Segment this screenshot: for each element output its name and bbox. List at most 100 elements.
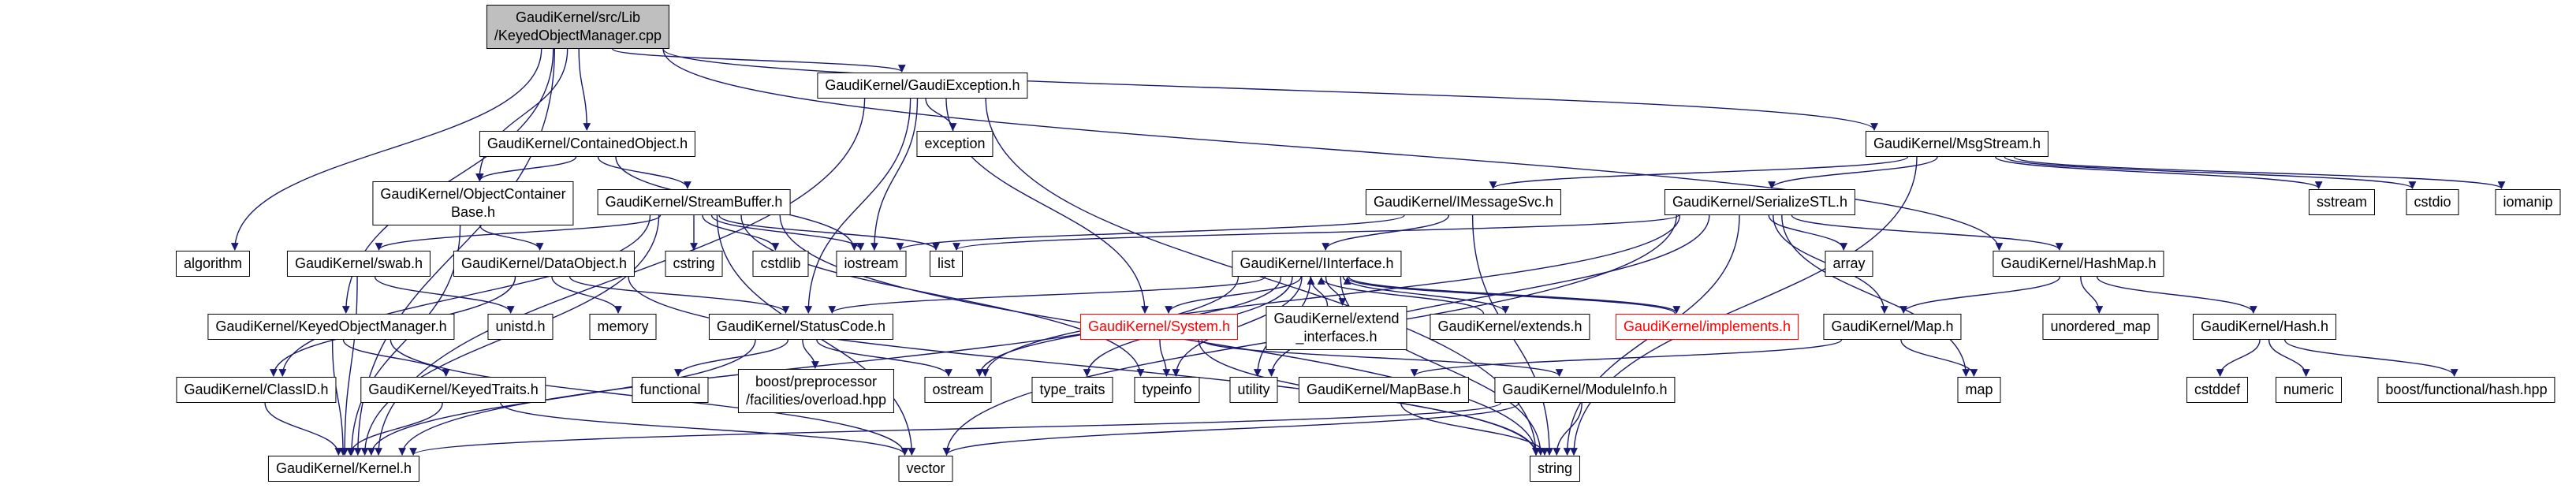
node-extends-h[interactable]: GaudiKernel/extends.h <box>1430 314 1590 340</box>
edge-hashmap-h-to-unordered-map <box>2080 276 2104 314</box>
edge-swab-h-to-kernel-h <box>341 276 358 456</box>
edge-serializestl-h-to-list <box>952 214 1679 251</box>
node-type-traits: type_traits <box>1031 377 1113 403</box>
node-imessagesvc-h[interactable]: GaudiKernel/IMessageSvc.h <box>1365 189 1562 215</box>
node-vector: vector <box>898 456 953 482</box>
node-exception: exception <box>916 131 993 157</box>
node-map-h[interactable]: GaudiKernel/Map.h <box>1823 314 1962 340</box>
node-utility: utility <box>1229 377 1278 403</box>
edge-dataobject-h-to-string <box>628 276 1540 456</box>
edge-statuscode-h-to-boost-overload-hpp <box>802 339 819 369</box>
edge-moduleinfo-h-to-string <box>1553 402 1583 456</box>
node-streambuffer-h[interactable]: GaudiKernel/StreamBuffer.h <box>597 189 791 215</box>
edge-keyedobjectmanager-h-to-keyedtraits-h <box>342 339 450 377</box>
node-kernel-h[interactable]: GaudiKernel/Kernel.h <box>267 456 420 482</box>
edge-hash-h-to-numeric <box>2268 339 2310 377</box>
edge-streambuffer-h-to-cstdlib <box>702 214 780 251</box>
edge-hash-h-to-cstddef <box>2216 339 2261 377</box>
edge-extend-interfaces-h-to-iinterface-h <box>1307 277 1329 307</box>
node-iomanip: iomanip <box>2495 189 2561 215</box>
edge-iinterface-h-to-statuscode-h <box>828 276 1266 314</box>
edge-map-h-to-mapbase-h <box>1411 339 1843 377</box>
node-keyedtraits-h[interactable]: GaudiKernel/KeyedTraits.h <box>360 377 546 403</box>
node-boost-overload-hpp: boost/preprocessor /facilities/overload.… <box>737 369 895 413</box>
edge-streambuffer-h-to-classid-h <box>278 214 651 377</box>
node-sstream: sstream <box>2308 189 2376 215</box>
node-statuscode-h[interactable]: GaudiKernel/StatusCode.h <box>708 314 894 340</box>
edge-dataobject-h-to-memory <box>551 276 622 314</box>
node-numeric: numeric <box>2275 377 2343 403</box>
edge-hash-h-to-boost-hash-hpp <box>2283 339 2459 377</box>
node-iinterface-h[interactable]: GaudiKernel/IInterface.h <box>1232 251 1402 277</box>
node-hashmap-h[interactable]: GaudiKernel/HashMap.h <box>1993 251 2164 277</box>
edge-containedobject-h-to-objectcontainerbase-h <box>475 156 577 181</box>
edge-serializestl-h-to-array <box>1768 214 1848 251</box>
node-gaudiexception-h[interactable]: GaudiKernel/GaudiException.h <box>817 73 1028 99</box>
node-keyedobjectmanager-cpp: GaudiKernel/src/Lib /KeyedObjectManager.… <box>486 5 670 49</box>
edge-streambuffer-h-to-iostream <box>710 214 865 251</box>
edge-moduleinfo-h-to-vector <box>942 402 1520 456</box>
edge-keyedtraits-h-to-kernel-h <box>346 402 443 456</box>
node-unistd-h: unistd.h <box>487 314 554 340</box>
edge-system-h-to-typeinfo <box>1159 339 1171 377</box>
edge-serializestl-h-to-ostream <box>981 214 1680 377</box>
node-map: map <box>1957 377 2001 403</box>
node-dataobject-h[interactable]: GaudiKernel/DataObject.h <box>453 251 636 277</box>
node-boost-hash-hpp: boost/functional/hash.hpp <box>2377 377 2555 403</box>
edge-msgstream-h-to-cstdio <box>2004 156 2417 189</box>
edge-imessagesvc-h-to-iinterface-h <box>1322 214 1450 251</box>
edge-moduleinfo-h-to-kernel-h <box>409 402 1502 456</box>
node-algorithm: algorithm <box>175 251 251 277</box>
edge-serializestl-h-to-hashmap-h <box>1791 214 2063 251</box>
edge-gaudiexception-h-to-exception <box>925 98 957 131</box>
edge-serializestl-h-to-utility <box>1267 214 1710 377</box>
node-hash-h[interactable]: GaudiKernel/Hash.h <box>2192 314 2337 340</box>
edge-streambuffer-h-to-typeinfo <box>740 214 1145 377</box>
edge-gaudiexception-h-to-iostream <box>870 98 919 251</box>
node-msgstream-h[interactable]: GaudiKernel/MsgStream.h <box>1865 131 2049 157</box>
node-serializestl-h[interactable]: GaudiKernel/SerializeSTL.h <box>1664 189 1856 215</box>
node-string: string <box>1529 456 1581 482</box>
edge-msgstream-h-to-iomanip <box>2013 156 2506 189</box>
node-cstddef: cstddef <box>2186 377 2249 403</box>
edge-dataobject-h-to-statuscode-h <box>569 276 790 314</box>
node-objectcontainerbase-h[interactable]: GaudiKernel/ObjectContainer Base.h <box>372 181 574 225</box>
node-cstring: cstring <box>665 251 723 277</box>
edge-streambuffer-h-to-list <box>718 214 940 251</box>
edge-gaudiexception-h-to-statuscode-h <box>804 98 911 314</box>
node-cstdio: cstdio <box>2406 189 2459 215</box>
node-array: array <box>1825 251 1873 277</box>
edge-mapbase-h-to-string <box>1400 402 1549 456</box>
node-moduleinfo-h[interactable]: GaudiKernel/ModuleInfo.h <box>1494 377 1676 403</box>
node-system-h[interactable]: GaudiKernel/System.h <box>1079 314 1239 340</box>
edge-keyedobjectmanager-cpp-to-containedobject-h <box>578 48 591 131</box>
node-swab-h[interactable]: GaudiKernel/swab.h <box>286 251 431 277</box>
edge-msgstream-h-to-serializestl-h <box>1768 156 1938 189</box>
node-cstdlib: cstdlib <box>752 251 809 277</box>
node-typeinfo: typeinfo <box>1134 377 1200 403</box>
edge-keyedobjectmanager-cpp-to-objectcontainerbase-h <box>475 48 569 181</box>
edge-hashmap-h-to-map-h <box>1899 276 2061 314</box>
edge-hashmap-h-to-hash-h <box>2096 276 2257 314</box>
node-mapbase-h[interactable]: GaudiKernel/MapBase.h <box>1298 377 1470 403</box>
node-containedobject-h[interactable]: GaudiKernel/ContainedObject.h <box>479 131 696 157</box>
node-extend-interfaces-h[interactable]: GaudiKernel/extend _interfaces.h <box>1266 306 1407 350</box>
node-memory: memory <box>589 314 657 340</box>
node-ostream: ostream <box>924 377 992 403</box>
node-functional: functional <box>632 377 709 403</box>
edge-msgstream-h-to-sstream <box>1995 156 2323 189</box>
node-implements-h[interactable]: GaudiKernel/implements.h <box>1615 314 1799 340</box>
edge-classid-h-to-kernel-h <box>264 402 343 456</box>
edge-containedobject-h-to-streambuffer-h <box>597 156 692 189</box>
edge-iinterface-h-to-kernel-h <box>398 276 1240 456</box>
node-list: list <box>930 251 963 277</box>
node-iostream: iostream <box>836 251 907 277</box>
node-keyedobjectmanager-h[interactable]: GaudiKernel/KeyedObjectManager.h <box>207 314 455 340</box>
edge-imessagesvc-h-to-iostream <box>896 214 1405 251</box>
edge-map-h-to-map <box>1900 339 1978 377</box>
node-unordered-map: unordered_map <box>2042 314 2159 340</box>
edge-serializestl-h-to-map <box>1781 214 1970 377</box>
node-classid-h[interactable]: GaudiKernel/ClassID.h <box>176 377 337 403</box>
edge-swab-h-to-unistd-h <box>374 276 515 314</box>
